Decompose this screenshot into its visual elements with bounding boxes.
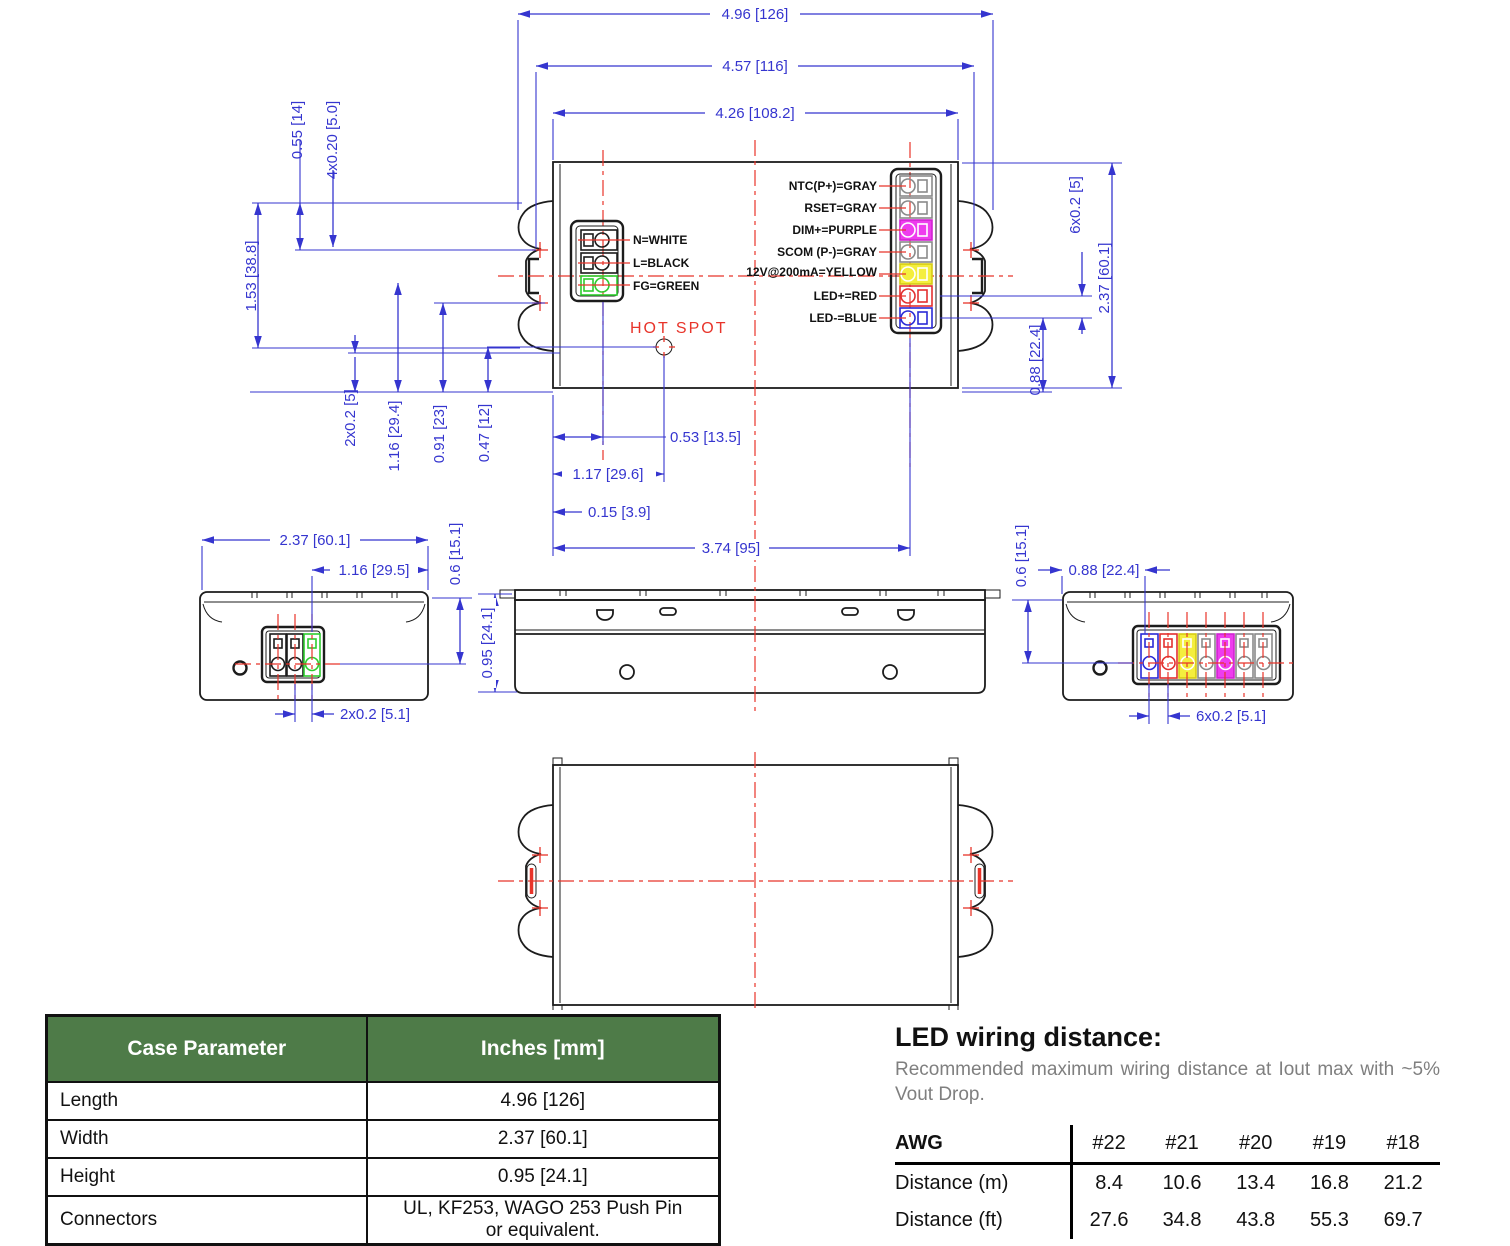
case-parameter-table: Case Parameter Inches [mm] Length 4.96 [… [45, 1014, 721, 1246]
param-name: Height [45, 1157, 368, 1197]
front-view: 0.95 [24.1] [478, 566, 1001, 712]
dim-output-conn-x: 3.74 [95] [702, 540, 760, 557]
param-value: UL, KF253, WAGO 253 Push Pin or equivale… [365, 1195, 721, 1246]
distance-value: 13.4 [1236, 1172, 1276, 1195]
header-awg-22: #22 [1071, 1125, 1146, 1166]
table-header-row: AWG #22 #21 #20 #19 #18 [895, 1125, 1440, 1166]
row-label: Distance (ft) [895, 1202, 1073, 1240]
table-row: Distance (m) 8.4 10.6 13.4 16.8 21.2 [895, 1163, 1440, 1203]
output-terminal-label: DIM+=PURPLE [792, 223, 877, 237]
dim-mounting-holes: 4x0.20 [5.0] [324, 101, 341, 179]
section-subtitle: Recommended maximum wiring distance at I… [895, 1059, 1440, 1105]
dim-overall-length: 4.96 [126] [722, 6, 789, 23]
bottom-view [498, 752, 1013, 1013]
header-awg-19: #19 [1292, 1125, 1367, 1166]
output-terminal-label: SCOM (P-)=GRAY [777, 245, 877, 259]
dim-side-led-offset: 0.88 [22.4] [1069, 562, 1140, 579]
dim-conn-offset-b: 0.91 [23] [431, 405, 448, 463]
distance-value: 21.2 [1383, 1172, 1423, 1195]
dim-hotspot-to-conn: 0.53 [13.5] [670, 429, 741, 446]
distance-value: 27.6 [1089, 1209, 1129, 1232]
table-header-row: Case Parameter Inches [mm] [45, 1014, 721, 1083]
dim-side-width: 2.37 [60.1] [280, 532, 351, 549]
header-awg-20: #20 [1218, 1125, 1293, 1166]
param-name: Length [45, 1081, 368, 1121]
mechanical-dimension-drawing: N=WHITE L=BLACK FG=GREEN [199, 5, 1298, 1013]
top-view: N=WHITE L=BLACK FG=GREEN [498, 140, 1013, 562]
dim-flange-height: 0.6 [15.1] [447, 523, 464, 586]
case-hole [1092, 660, 1108, 676]
case-hole [232, 660, 248, 676]
led-wiring-distance-section: LED wiring distance: Recommended maximum… [895, 1022, 1440, 1240]
param-value: 0.95 [24.1] [365, 1157, 721, 1197]
dim-edge-offset: 0.15 [3.9] [588, 504, 651, 521]
table-row: Connectors UL, KF253, WAGO 253 Push Pin … [45, 1195, 721, 1246]
dim-flange-height-r: 0.6 [15.1] [1013, 525, 1030, 588]
dim-flange-length: 4.26 [108.2] [715, 105, 794, 122]
param-value: 4.96 [126] [365, 1081, 721, 1121]
dim-mount-width: 1.53 [38.8] [243, 241, 260, 312]
header-awg-18: #18 [1366, 1125, 1440, 1166]
distance-value: 34.8 [1162, 1209, 1202, 1232]
output-terminal-label: RSET=GRAY [804, 201, 877, 215]
param-value: 2.37 [60.1] [365, 1119, 721, 1159]
mounting-hole-markers [532, 847, 979, 916]
distance-value: 16.8 [1309, 1172, 1349, 1195]
distance-value: 43.8 [1236, 1209, 1276, 1232]
dim-mounting-length: 4.57 [116] [722, 58, 788, 75]
input-connector [569, 219, 630, 303]
input-terminal-label: N=WHITE [633, 233, 687, 247]
wiring-distance-table: AWG #22 #21 #20 #19 #18 Distance (m) 8.4… [895, 1125, 1440, 1240]
table-row: Height 0.95 [24.1] [45, 1157, 721, 1197]
section-title: LED wiring distance: [895, 1022, 1163, 1052]
table-row: Distance (ft) 27.6 34.8 43.8 55.3 69.7 [895, 1202, 1440, 1240]
dim-led-term-offset: 0.88 [22.4] [1027, 325, 1044, 396]
header-awg-21: #21 [1145, 1125, 1219, 1166]
table-row: Length 4.96 [126] [45, 1081, 721, 1121]
output-terminal-label: 12V@200mA=YELLOW [746, 265, 877, 279]
dim-body-width: 2.37 [60.1] [1096, 243, 1113, 314]
dim-slot-pitch-2x: 2x0.2 [5] [342, 389, 359, 447]
distance-value: 69.7 [1383, 1209, 1423, 1232]
output-terminal-label: LED-=BLUE [809, 311, 877, 325]
dim-side-pitch-2x: 2x0.2 [5.1] [340, 706, 410, 723]
output-connector [879, 167, 943, 335]
input-connector-end-view [260, 625, 326, 684]
distance-value: 8.4 [1095, 1172, 1123, 1195]
header-awg: AWG [895, 1125, 1073, 1166]
input-terminal-label: L=BLACK [633, 256, 690, 270]
input-terminal-label: FG=GREEN [633, 279, 699, 293]
output-terminal-label: NTC(P+)=GRAY [789, 179, 877, 193]
row-label: Distance (m) [895, 1163, 1073, 1203]
dim-side-conn-offset: 1.16 [29.5] [339, 562, 410, 579]
distance-value: 10.6 [1162, 1172, 1202, 1195]
dim-term-pitch-6x: 6x0.2 [5] [1067, 176, 1084, 234]
right-side-view: 0.6 [15.1] 0.88 [22.4] 6x0.2 [5.1] [1012, 525, 1298, 725]
hot-spot-label: HOT SPOT [630, 320, 728, 337]
param-name: Width [45, 1119, 368, 1159]
top-view-dimensions: 4.96 [126] 4.57 [116] 4.26 [108.2] 1.17 … [243, 5, 1122, 557]
hot-spot-marker: HOT SPOT [630, 320, 728, 358]
dim-hotspot-x: 1.17 [29.6] [573, 466, 644, 483]
dim-side-pitch-6x: 6x0.2 [5.1] [1196, 708, 1266, 725]
dim-body-height: 0.95 [24.1] [479, 608, 496, 679]
table-row: Width 2.37 [60.1] [45, 1119, 721, 1159]
output-terminal-label: LED+=RED [814, 289, 878, 303]
param-name: Connectors [45, 1195, 368, 1246]
dim-conn-offset-c: 0.47 [12] [476, 404, 493, 462]
dim-end-to-hole: 0.55 [14] [289, 101, 306, 159]
left-side-view: 2.37 [60.1] 1.16 [29.5] 0.6 [15.1] 2x0.2… [199, 523, 472, 723]
header-case-parameter: Case Parameter [45, 1014, 368, 1083]
distance-value: 55.3 [1309, 1209, 1349, 1232]
header-inches-mm: Inches [mm] [365, 1014, 721, 1083]
dim-conn-offset-a: 1.16 [29.4] [386, 401, 403, 472]
